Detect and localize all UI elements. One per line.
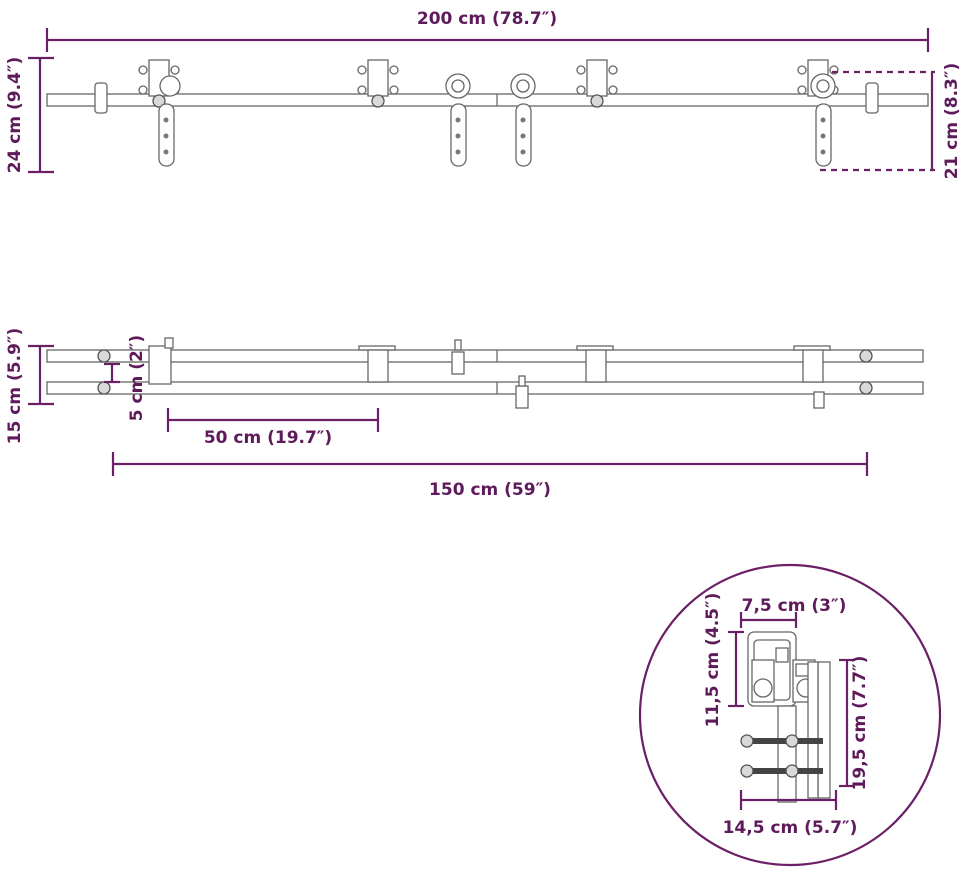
dim-top-height-left: 24 cm (9.4″)	[5, 57, 54, 174]
dim-mid-gap: 5 cm (2″)	[104, 335, 147, 421]
plan-view: 15 cm (5.9″) 5 cm (2″) 50 cm (19.7″) 150…	[5, 328, 924, 500]
plan-bracket-2	[358, 345, 396, 383]
label-top-height-left: 24 cm (9.4″)	[5, 57, 25, 174]
dim-detail-top-width: 7,5 cm (3″)	[739, 596, 847, 628]
label-detail-bottom-width: 14,5 cm (5.7″)	[723, 818, 858, 838]
detail-hanger	[777, 661, 831, 803]
detail-bolt-1	[740, 734, 823, 748]
hanger-3	[510, 73, 536, 167]
dim-mid-spacing: 50 cm (19.7″)	[166, 408, 380, 448]
plan-roller-1	[451, 339, 465, 375]
rail-lower	[46, 381, 924, 395]
detail-bolt-2	[740, 764, 823, 778]
label-mid-width: 150 cm (59″)	[429, 480, 551, 500]
detail-roller	[747, 631, 816, 707]
plan-bracket-3	[576, 345, 614, 383]
front-view: 200 cm (78.7″) 24 cm (9.4″) 21 cm (8.3″)	[5, 9, 962, 179]
dim-detail-right-height: 19,5 cm (7.7″)	[839, 656, 870, 791]
dim-mid-width: 150 cm (59″)	[111, 452, 869, 500]
plan-bracket-1	[148, 337, 174, 385]
rail-front	[46, 93, 929, 107]
label-detail-top-width: 7,5 cm (3″)	[742, 596, 847, 616]
label-top-height-right: 21 cm (8.3″)	[942, 63, 962, 180]
hanger-1	[158, 75, 181, 167]
wall-bracket-2	[357, 59, 399, 108]
plan-bracket-4	[793, 345, 831, 409]
label-mid-height-left: 15 cm (5.9″)	[5, 328, 25, 445]
label-mid-gap: 5 cm (2″)	[127, 335, 147, 421]
label-detail-left-height: 11,5 cm (4.5″)	[703, 593, 723, 728]
hanger-2	[445, 73, 471, 167]
rail-upper	[46, 349, 924, 363]
dim-detail-left-height: 11,5 cm (4.5″)	[703, 593, 744, 728]
dim-detail-bottom-width: 14,5 cm (5.7″)	[723, 790, 858, 838]
end-stop-right	[865, 82, 879, 114]
plan-roller-2	[515, 375, 529, 409]
detail-view: 7,5 cm (3″) 11,5 cm (4.5″) 19,5 cm (7.7″…	[638, 563, 942, 867]
wall-bracket-3	[576, 59, 618, 108]
dim-top-width: 200 cm (78.7″)	[45, 9, 930, 52]
dim-mid-height-left: 15 cm (5.9″)	[5, 328, 54, 445]
label-detail-right-height: 19,5 cm (7.7″)	[850, 656, 870, 791]
end-stop-left	[94, 82, 108, 114]
dim-top-height-right: 21 cm (8.3″)	[820, 63, 962, 180]
label-top-width: 200 cm (78.7″)	[417, 9, 557, 29]
label-mid-spacing: 50 cm (19.7″)	[204, 428, 332, 448]
hanger-4	[810, 73, 836, 167]
detail-circle	[638, 563, 942, 867]
